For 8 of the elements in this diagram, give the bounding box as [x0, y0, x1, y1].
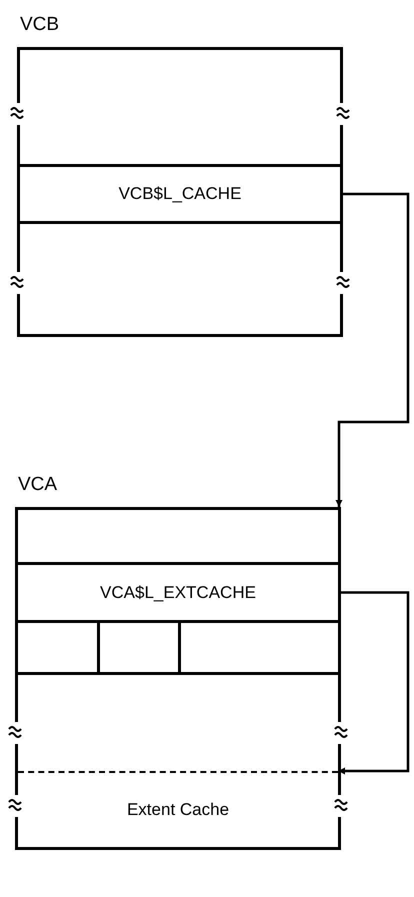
field-name: VCA$L_EXTCACHE [100, 582, 256, 602]
field-box [20, 164, 340, 224]
field-name: VCB$L_CACHE [118, 184, 242, 204]
field-box [18, 562, 338, 623]
structure-name: VCA [18, 474, 58, 496]
field-name: Extent Cache [126, 800, 230, 820]
structure-name: VCB [20, 14, 60, 36]
pointer-arrow [336, 192, 410, 507]
